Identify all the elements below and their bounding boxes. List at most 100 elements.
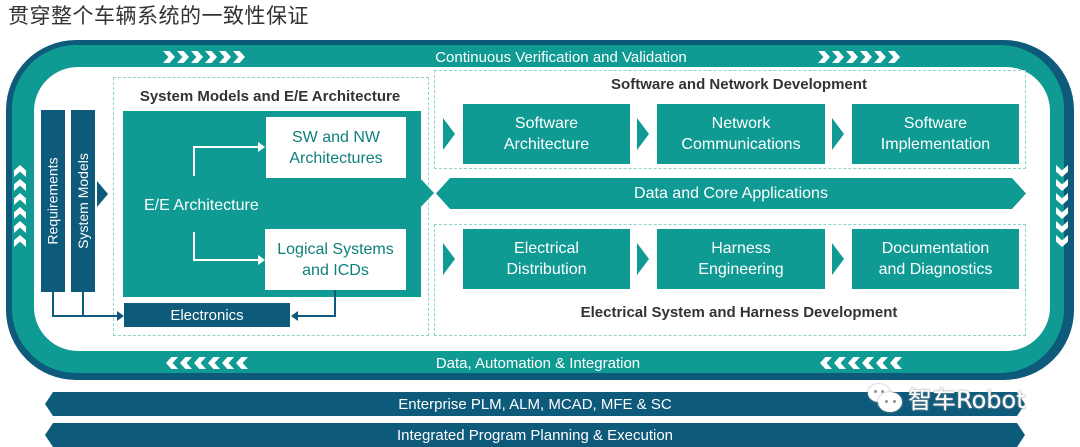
network-communications-step: Network Communications [657, 104, 825, 164]
arrow-right-icon [443, 243, 455, 275]
chevron-up-icon [14, 165, 26, 177]
chevron-left-icon [208, 357, 220, 369]
harness-engineering-step: Harness Engineering [657, 229, 825, 289]
arrow-head-icon [117, 311, 124, 321]
step-line2: Engineering [698, 261, 784, 278]
integrated-program-banner: Integrated Program Planning & Execution [45, 423, 1025, 447]
chevron-left-icon [848, 357, 860, 369]
step-line2: Communications [681, 136, 801, 153]
chevron-right-icon [219, 51, 231, 63]
data-core-applications-banner: Data and Core Applications [436, 178, 1026, 209]
ee-architecture-label: E/E Architecture [144, 197, 259, 214]
step-line1: Documentation [881, 240, 990, 257]
requirements-label: Requirements [45, 157, 61, 245]
connector-line [193, 146, 195, 176]
electrical-harness-panel-title: Electrical System and Harness Developmen… [580, 304, 898, 321]
bottom-left-chevrons [166, 357, 248, 369]
step-line1: Software [514, 115, 579, 132]
arrow-right-icon [637, 118, 649, 150]
chevron-left-icon [222, 357, 234, 369]
system-models-panel-title: System Models and E/E Architecture [139, 88, 401, 105]
software-network-panel-title: Software and Network Development [611, 76, 867, 93]
chevron-down-icon [1056, 235, 1068, 247]
step-line2: Implementation [880, 136, 991, 153]
chevron-down-icon [1056, 179, 1068, 191]
chevron-left-icon [820, 357, 832, 369]
chevron-left-icon [890, 357, 902, 369]
watermark-text: 智车Robot [908, 386, 1026, 414]
chevron-right-icon [177, 51, 189, 63]
electrical-distribution-step: Electrical Distribution [463, 229, 630, 289]
chevron-left-icon [862, 357, 874, 369]
chevron-left-icon [876, 357, 888, 369]
arrow-right-icon [637, 243, 649, 275]
left-chevrons [14, 165, 26, 247]
connector-line [52, 315, 118, 317]
chevron-up-icon [14, 221, 26, 233]
connector-line [298, 315, 336, 317]
chevron-down-icon [1056, 207, 1068, 219]
connector-line [52, 292, 54, 316]
connector-line [193, 146, 259, 148]
page-title: 贯穿整个车辆系统的一致性保证 [8, 4, 309, 28]
arrow-head-icon [258, 142, 265, 152]
system-models-bar: System Models [71, 110, 95, 292]
chevron-left-icon [194, 357, 206, 369]
chevron-left-icon [180, 357, 192, 369]
sw-nw-line1: SW and NW [291, 128, 380, 146]
sw-nw-architectures-box: SW and NW Architectures [266, 117, 406, 178]
software-architecture-step: Software Architecture [463, 104, 630, 164]
chevron-right-icon [888, 51, 900, 63]
logical-systems-line1: Logical Systems [277, 240, 394, 258]
chevron-right-icon [874, 51, 886, 63]
wechat-icon [868, 383, 902, 412]
step-line2: and Diagnostics [878, 261, 993, 278]
top-right-chevrons [818, 51, 900, 63]
step-line1: Electrical [514, 240, 579, 257]
documentation-diagnostics-step: Documentation and Diagnostics [852, 229, 1019, 289]
chevron-down-icon [1056, 193, 1068, 205]
chevron-right-icon [205, 51, 217, 63]
connector-line [334, 290, 336, 316]
chevron-down-icon [1056, 165, 1068, 177]
step-line1: Network [711, 115, 771, 132]
logical-systems-box: Logical Systems and ICDs [265, 229, 406, 290]
connector-line [82, 292, 84, 316]
step-line2: Architecture [503, 136, 590, 153]
chevron-down-icon [1056, 221, 1068, 233]
step-line1: Software [903, 115, 968, 132]
chevron-left-icon [834, 357, 846, 369]
chevron-up-icon [14, 207, 26, 219]
logical-systems-line2: and ICDs [302, 261, 369, 279]
chevron-up-icon [14, 179, 26, 191]
watermark: 智车Robot [868, 380, 1026, 415]
chevron-left-icon [236, 357, 248, 369]
chevron-left-icon [166, 357, 178, 369]
arrow-right-icon [443, 118, 455, 150]
chevron-right-icon [832, 51, 844, 63]
data-automation-label: Data, Automation & Integration [435, 355, 641, 372]
chevron-right-icon [191, 51, 203, 63]
arrow-head-icon [291, 311, 298, 321]
system-models-label: System Models [75, 153, 92, 249]
right-chevrons [1056, 165, 1068, 247]
continuous-verification-label: Continuous Verification and Validation [435, 49, 687, 66]
arrow-right-icon [832, 243, 844, 275]
connector-line [193, 232, 195, 261]
sw-nw-line2: Architectures [289, 149, 383, 167]
arrow-right-icon [832, 118, 844, 150]
bottom-right-chevrons [820, 357, 902, 369]
enterprise-plm-banner: Enterprise PLM, ALM, MCAD, MFE & SC [45, 392, 1025, 416]
arrow-right-icon [97, 181, 108, 207]
top-left-chevrons [163, 51, 245, 63]
chevron-right-icon [818, 51, 830, 63]
chevron-right-icon [163, 51, 175, 63]
requirements-bar: Requirements [41, 110, 65, 292]
chevron-up-icon [14, 235, 26, 247]
chevron-right-icon [846, 51, 858, 63]
connector-line [193, 259, 259, 261]
chevron-right-icon [233, 51, 245, 63]
arrow-head-icon [258, 255, 265, 265]
electronics-box: Electronics [124, 303, 290, 327]
chevron-up-icon [14, 193, 26, 205]
